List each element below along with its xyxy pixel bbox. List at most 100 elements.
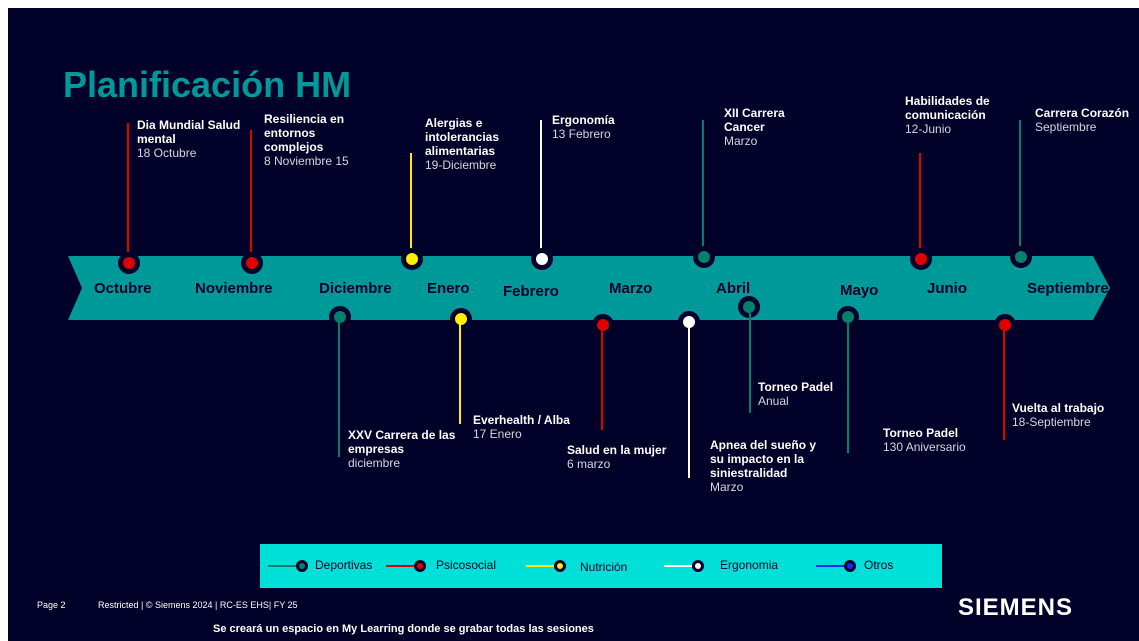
event-stem xyxy=(338,322,340,457)
event-name: Torneo Padel xyxy=(758,380,834,394)
event-marker-deportivas xyxy=(329,306,351,328)
slide: Planificación HM Octubre Noviembre Dicie… xyxy=(8,8,1139,641)
legend-line xyxy=(664,565,694,567)
event-name: Everhealth / Alba xyxy=(473,413,570,427)
month-label: Febrero xyxy=(503,283,559,300)
event-name: Torneo Padel xyxy=(883,426,959,440)
month-label: Septiembre xyxy=(1027,280,1109,297)
event-date: Anual xyxy=(758,394,789,408)
event-marker-nutricion xyxy=(450,308,472,330)
event-name: XII Carrera Cancer xyxy=(724,106,785,134)
event-date: 17 Enero xyxy=(473,427,522,441)
event-card: Habilidades de comunicación 12-Junio xyxy=(905,94,1015,136)
legend-marker xyxy=(554,560,566,572)
event-name: Alergias e intolerancias alimentarias xyxy=(425,116,500,158)
month-label: Abril xyxy=(716,280,751,297)
event-card: XXV Carrera de las empresas diciembre xyxy=(348,428,468,470)
legend: Deportivas Psicosocial Nutrición Ergonom… xyxy=(260,544,942,588)
event-card: Resiliencia en entornos complejos 8 Novi… xyxy=(264,112,364,168)
event-date: Marzo xyxy=(710,480,744,494)
event-stem xyxy=(1003,330,1005,440)
legend-item-deportivas: Deportivas xyxy=(315,558,373,572)
event-marker-nutricion xyxy=(401,248,423,270)
event-card: Everhealth / Alba 17 Enero xyxy=(473,413,603,441)
event-marker-deportivas xyxy=(1010,246,1032,268)
page-title: Planificación HM xyxy=(63,64,352,105)
event-card: Alergias e intolerancias alimentarias 19… xyxy=(425,116,535,172)
event-card: Salud en la mujer 6 marzo xyxy=(567,443,687,471)
page-number: Page 2 xyxy=(37,600,66,610)
month-label: Junio xyxy=(927,280,967,297)
month-label: Mayo xyxy=(840,282,879,299)
event-date: 130 Aniversario xyxy=(883,440,966,454)
legend-item-psicosocial: Psicosocial xyxy=(436,558,497,572)
event-name: Salud en la mujer xyxy=(567,443,667,457)
month-label: Enero xyxy=(427,280,470,297)
event-name: XXV Carrera de las empresas xyxy=(348,428,456,456)
event-marker-psicosocial xyxy=(910,248,932,270)
event-stem xyxy=(749,313,751,413)
event-marker-deportivas xyxy=(693,246,715,268)
event-stem xyxy=(127,123,129,258)
month-label: Diciembre xyxy=(319,280,392,297)
event-date: Marzo xyxy=(724,134,758,148)
event-date: 8 Noviembre 15 xyxy=(264,154,349,168)
event-date: 18 Octubre xyxy=(137,146,197,160)
event-stem xyxy=(688,328,690,478)
event-name: Ergonomía xyxy=(552,113,615,127)
legend-marker xyxy=(844,560,856,572)
legend-line xyxy=(526,565,556,567)
legend-item-nutricion: Nutrición xyxy=(580,560,628,574)
event-card: Carrera Corazón Septiembre xyxy=(1035,106,1139,134)
event-stem xyxy=(847,323,849,453)
event-marker-psicosocial xyxy=(994,314,1016,336)
event-card: Dia Mundial Salud mental 18 Octubre xyxy=(137,118,247,160)
event-name: Dia Mundial Salud mental xyxy=(137,118,241,146)
event-card: Torneo Padel Anual xyxy=(758,380,858,408)
event-date: 18-Septiembre xyxy=(1012,415,1091,429)
event-marker-ergonomia xyxy=(531,248,553,270)
event-date: 13 Febrero xyxy=(552,127,611,141)
event-card: Vuelta al trabajo 18-Septiembre xyxy=(1012,401,1122,429)
siemens-logo: SIEMENS xyxy=(958,594,1074,621)
footer-restricted: Restricted | © Siemens 2024 | RC-ES EHS|… xyxy=(98,600,298,610)
legend-item-otros: Otros xyxy=(864,558,894,572)
event-date: Septiembre xyxy=(1035,120,1097,134)
event-stem xyxy=(919,153,921,258)
month-label: Marzo xyxy=(609,280,653,297)
legend-line xyxy=(268,565,298,567)
event-card: Ergonomía 13 Febrero xyxy=(552,113,662,141)
event-stem xyxy=(250,130,252,258)
event-name: Vuelta al trabajo xyxy=(1012,401,1105,415)
event-stem xyxy=(540,120,542,258)
event-card: Torneo Padel 130 Aniversario xyxy=(883,426,993,454)
legend-item-ergonomia: Ergonomia xyxy=(720,558,779,572)
event-card: Apnea del sueño y su impacto en la sinie… xyxy=(710,438,820,494)
event-stem xyxy=(410,153,412,258)
month-label: Noviembre xyxy=(195,280,273,297)
timeline-arrow xyxy=(68,256,1110,320)
event-stem xyxy=(459,324,461,424)
footer-note: Se creará un espacio en My Learring dond… xyxy=(213,623,594,635)
event-date: 19-Diciembre xyxy=(425,158,497,172)
event-date: 12-Junio xyxy=(905,122,952,136)
event-stem xyxy=(601,330,603,430)
event-name: Apnea del sueño y su impacto en la sinie… xyxy=(710,438,817,480)
legend-line xyxy=(386,565,416,567)
event-stem xyxy=(1019,120,1021,258)
event-marker-psicosocial xyxy=(241,252,263,274)
event-date: 6 marzo xyxy=(567,457,611,471)
legend-line xyxy=(816,565,846,567)
event-name: Carrera Corazón xyxy=(1035,106,1130,120)
event-name: Resiliencia en entornos complejos xyxy=(264,112,345,154)
event-marker-psicosocial xyxy=(592,314,614,336)
event-marker-psicosocial xyxy=(118,252,140,274)
legend-marker xyxy=(296,560,308,572)
event-card: XII Carrera Cancer Marzo xyxy=(724,106,804,148)
month-label: Octubre xyxy=(94,280,152,297)
event-name: Habilidades de comunicación xyxy=(905,94,990,122)
legend-marker xyxy=(692,560,704,572)
event-date: diciembre xyxy=(348,456,401,470)
event-stem xyxy=(702,120,704,258)
legend-marker xyxy=(414,560,426,572)
